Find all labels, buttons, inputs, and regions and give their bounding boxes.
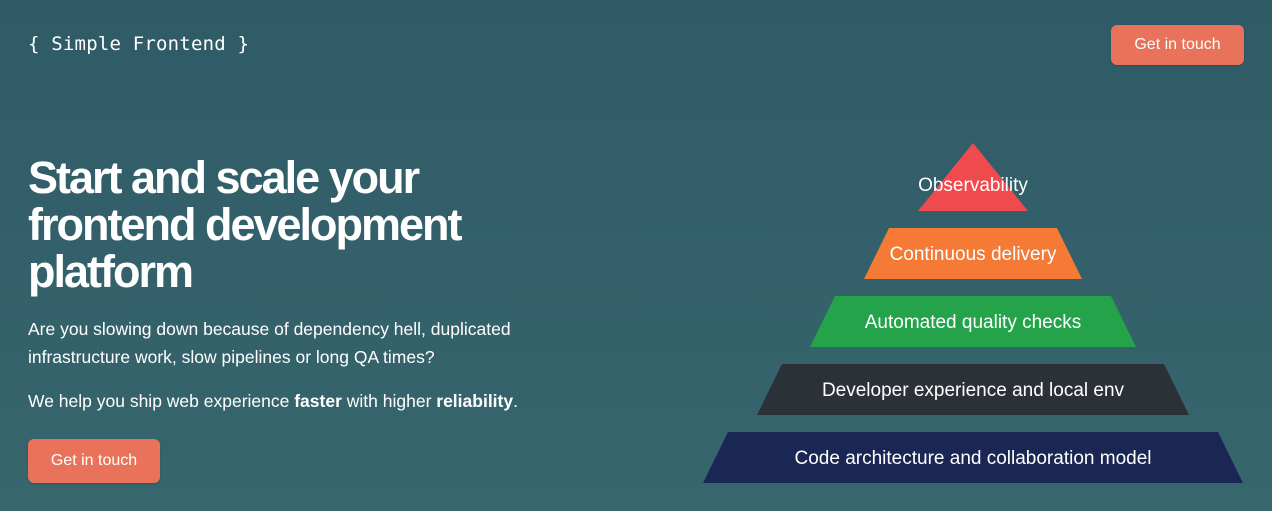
value-text: with higher	[341, 391, 437, 411]
hero-headline-line: frontend development	[28, 199, 463, 250]
pyramid-level-observability	[918, 143, 1028, 211]
pyramid-level-developer-experience	[757, 364, 1189, 415]
hero-description: Are you slowing down because of dependen…	[28, 319, 511, 367]
pyramid-level-quality-checks	[810, 296, 1136, 347]
get-in-touch-hero-button[interactable]: Get in touch	[28, 439, 160, 483]
value-emphasis-reliability: reliability	[436, 391, 514, 411]
pyramid-level-code-architecture	[703, 432, 1243, 483]
hero-headline: Start and scale your frontend developmen…	[28, 154, 588, 295]
hero-value-proposition: We help you ship web experience faster w…	[28, 387, 628, 415]
get-in-touch-header-button[interactable]: Get in touch	[1111, 25, 1244, 65]
pyramid-label-observability: Observability	[918, 175, 1028, 196]
pyramid-label-quality-checks: Automated quality checks	[865, 312, 1082, 333]
value-text: .	[513, 391, 518, 411]
logo[interactable]: { Simple Frontend }	[28, 33, 250, 55]
value-text: We help you ship web experience	[28, 391, 295, 411]
value-emphasis-faster: faster	[294, 391, 342, 411]
hero-headline-line: Start and scale your	[28, 152, 420, 203]
pyramid-level-continuous-delivery	[864, 228, 1082, 279]
pyramid-label-continuous-delivery: Continuous delivery	[890, 244, 1057, 265]
pyramid-label-developer-experience: Developer experience and local env	[822, 380, 1125, 401]
hero-headline-line: platform	[28, 246, 194, 297]
pyramid-label-code-architecture: Code architecture and collaboration mode…	[795, 448, 1152, 469]
